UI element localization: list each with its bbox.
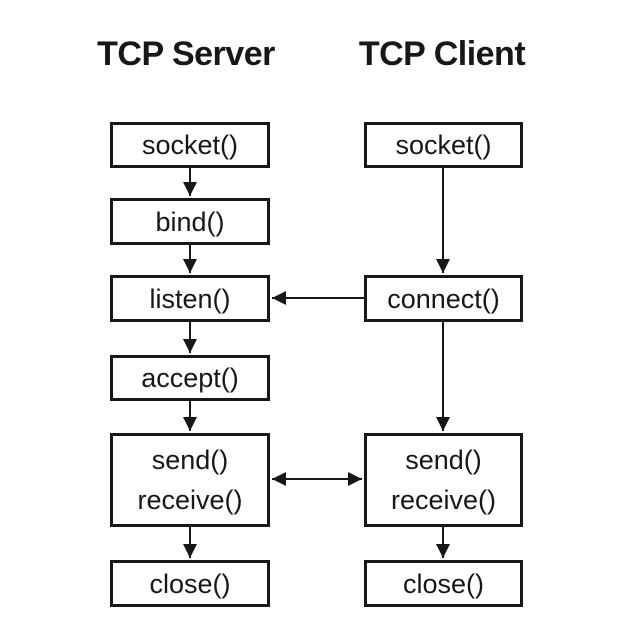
node-server-accept: accept() [110,355,270,401]
client-column-title: TCP Client [358,35,526,73]
node-client-send-receive: send() receive() [364,433,523,527]
node-client-socket: socket() [364,122,523,168]
node-server-close: close() [110,560,270,607]
node-client-close: close() [364,560,523,607]
node-server-bind: bind() [110,198,270,245]
node-client-connect: connect() [364,275,523,322]
node-server-listen: listen() [110,275,270,322]
node-server-send-receive: send() receive() [110,433,270,527]
node-server-socket: socket() [110,122,270,168]
server-column-title: TCP Server [97,35,275,73]
